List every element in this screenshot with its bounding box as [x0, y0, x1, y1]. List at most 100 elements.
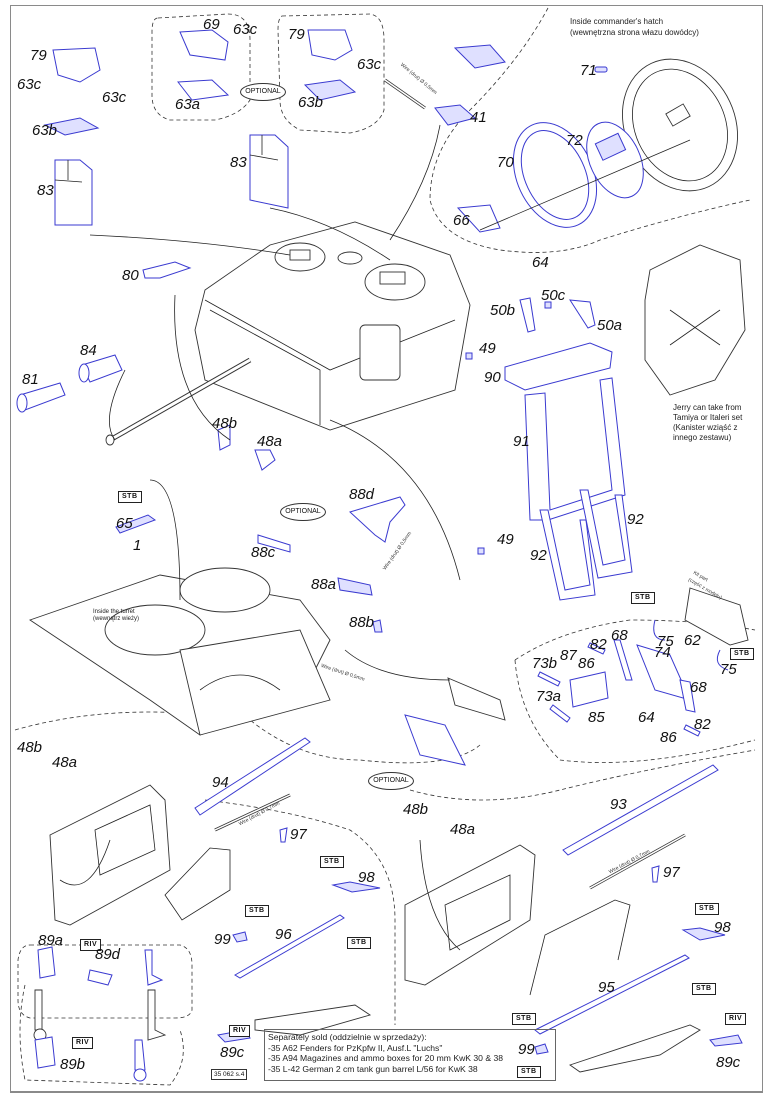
part-label-89a: 89a	[38, 932, 64, 949]
optional-badge-bottom: OPTIONAL	[368, 772, 414, 790]
part-49b-shape	[477, 547, 485, 555]
part-97b-shape	[651, 865, 660, 883]
part-label-89b: 89b	[60, 1056, 86, 1073]
part-63b-b-shape	[303, 79, 357, 101]
part-label-49: 49	[497, 531, 514, 548]
part-69-shape	[179, 29, 229, 61]
jerry-can-note-line4: innego zestawu)	[673, 433, 732, 442]
stb-tag-75a: STB	[631, 592, 655, 604]
part-89c-b-shape	[709, 1034, 743, 1047]
part-71-shape	[594, 66, 608, 73]
part-89-variant-blue-2	[134, 1039, 146, 1071]
hull-front-curve	[199, 674, 281, 691]
part-label-90: 90	[484, 369, 501, 386]
part-label-82: 82	[694, 716, 711, 733]
part-label-68: 68	[611, 627, 628, 644]
left-fender-region-divider	[204, 799, 396, 1025]
part-label-81: 81	[22, 371, 39, 388]
hull-turret-ring	[179, 567, 271, 613]
optional-group-right-outline	[277, 13, 385, 134]
separately-sold-item: -35 L-42 German 2 cm tank gun barrel L/5…	[268, 1063, 478, 1074]
optional-group-left-outline	[151, 13, 251, 121]
part-81-end	[16, 393, 28, 413]
part-label-69: 69	[203, 16, 220, 33]
part-73a-shape	[549, 704, 571, 723]
stb-tag-65: STB	[118, 491, 142, 503]
part-89-variant-grey-2	[147, 989, 167, 1041]
part-label-41: 41	[470, 109, 487, 126]
rack-50a	[569, 299, 596, 329]
stb-tag-99b-top: STB	[512, 1013, 536, 1025]
part-73b-shape	[537, 671, 561, 687]
part-49a-shape	[465, 352, 473, 360]
right-fender-lower-frame	[529, 899, 631, 996]
part-label-91: 91	[513, 433, 530, 450]
part-label-63c: 63c	[357, 56, 382, 73]
part-label-80: 80	[122, 267, 139, 284]
left-fender-plate	[254, 1004, 372, 1036]
part-label-65: 65	[116, 515, 133, 532]
part-label-48b: 48b	[212, 415, 238, 432]
part-label-1: 1	[133, 537, 142, 554]
part-99b-shape	[534, 1043, 549, 1055]
part-82b-shape	[683, 724, 701, 737]
stb-tag-96: STB	[347, 937, 371, 949]
part-label-63c: 63c	[233, 21, 258, 38]
kit-part-62-panel	[684, 587, 749, 646]
part-label-48a: 48a	[257, 433, 283, 450]
hatch-plate	[665, 103, 691, 127]
part-label-75: 75	[657, 633, 674, 650]
part-97a-shape	[279, 827, 288, 843]
part-label-99: 99	[518, 1041, 535, 1058]
stb-tag-98b: STB	[695, 903, 719, 915]
rack-50b	[519, 297, 536, 333]
part-label-84: 84	[80, 342, 97, 359]
part-label-74: 74	[654, 644, 671, 661]
optional-badge-top: OPTIONAL	[240, 83, 286, 101]
right-fender-window	[444, 874, 511, 951]
right-fender-frame	[404, 844, 536, 986]
separately-sold-item: -35 A94 Magazines and ammo boxes for 20 …	[268, 1053, 504, 1063]
part-99a-shape	[232, 931, 248, 943]
part-label-63b: 63b	[32, 122, 58, 139]
part-label-88c: 88c	[251, 544, 276, 561]
turret-periscope-box	[359, 324, 401, 381]
hatch-ring-inner-grey	[632, 68, 728, 182]
turret-region-divider	[14, 711, 481, 764]
part-75a-shape	[653, 619, 666, 641]
part-label-97: 97	[663, 864, 680, 881]
gun-barrel-inner	[109, 358, 251, 442]
right-fender-plate	[569, 1024, 701, 1073]
part-98b-shape	[681, 927, 726, 941]
hatch-ring-70-inner	[520, 130, 590, 220]
commander-hatch-note-line1: Inside commander's hatch	[570, 17, 664, 26]
commander-hatch-region	[429, 7, 751, 253]
part-label-82: 82	[590, 636, 607, 653]
turret-side	[204, 299, 456, 371]
part-68a-shape	[613, 639, 633, 681]
part-75b-shape	[716, 649, 729, 671]
hull-turret-ring-inner	[104, 604, 206, 656]
inside-turret-note-line2: (wewnątrz wieży)	[93, 616, 140, 622]
part-84-end	[78, 363, 90, 383]
part-41-shape	[434, 104, 477, 126]
rack-90	[504, 342, 613, 391]
rack-92b	[579, 489, 633, 579]
part-label-48b: 48b	[403, 801, 429, 818]
part-label-70: 70	[497, 154, 514, 171]
part-label-86: 86	[578, 655, 595, 672]
part-label-63c: 63c	[17, 76, 42, 93]
part-89d-shape	[87, 969, 113, 986]
jerry-can-x	[669, 309, 721, 346]
part-94-shape	[194, 737, 311, 816]
part-79b-shape	[307, 29, 353, 61]
left-fender-window	[94, 804, 156, 876]
jerry-can-note-line2: Tamiya or Italeri set	[673, 413, 743, 422]
part-48b-a-shape	[217, 424, 231, 451]
part-50c-shape	[544, 301, 552, 309]
part-98a-shape	[331, 881, 381, 893]
part-label-94: 94	[212, 774, 229, 791]
part-68b-shape	[679, 679, 696, 713]
part-89-variant-blue	[144, 949, 164, 986]
riv-tag-89c-left: RIV	[229, 1025, 251, 1037]
